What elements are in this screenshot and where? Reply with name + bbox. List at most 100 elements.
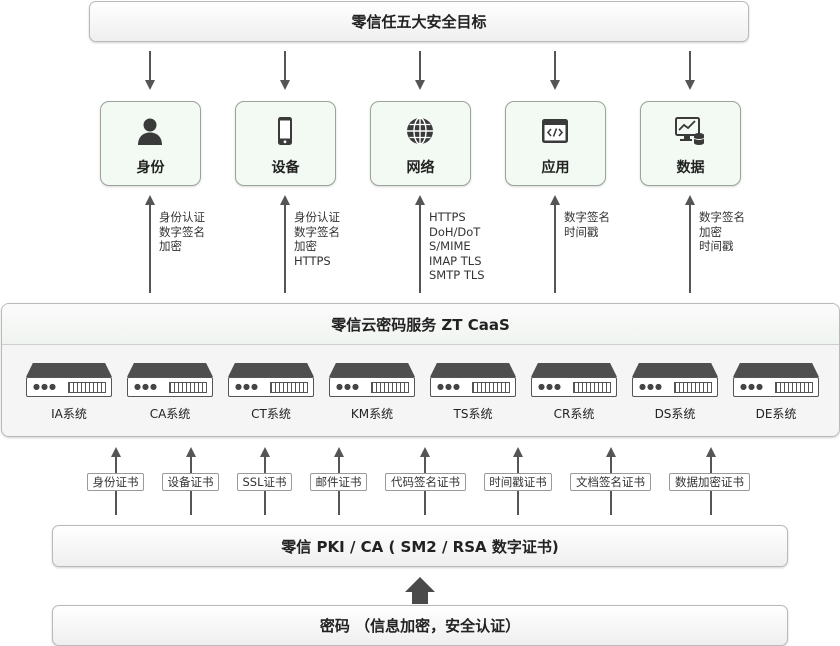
arrow-goal-1-down-head [145,80,155,90]
arrow-cert-5-head [420,447,430,457]
arrow-goal-4-down-head [550,80,560,90]
capability-item: DoH/DoT [429,224,481,239]
cert-data-encryption: 数据加密证书 [669,473,750,491]
security-goals-title: 零信任五大安全目标 [351,13,487,31]
cert-identity: 身份证书 [87,473,144,491]
arrow-cert-1-head [111,447,121,457]
arrow-caas-to-data [689,204,691,293]
capability-item: SMTP TLS [429,268,485,283]
arrow-goal-3-down [419,51,421,80]
security-goals-banner: 零信任五大安全目标 [89,1,749,42]
goal-network-label: 网络 [406,160,435,176]
system-label-km: KM系统 [350,407,394,421]
capabilities-application: 数字签名 时间戳 [564,210,610,239]
goal-network: 网络 [370,101,471,186]
system-label-de: DE系统 [755,407,797,421]
arrow-caas-to-data-head [685,195,695,205]
capability-item: 数字签名 [159,224,205,239]
capability-item: 加密 [294,239,317,254]
capability-item: 加密 [699,224,722,239]
arrow-caas-to-network [419,204,421,293]
capability-item: HTTPS [294,253,331,268]
arrow-caas-to-identity-head [145,195,155,205]
server-icon: ●●● [430,363,516,397]
capability-item: S/MIME [429,239,471,254]
globe-icon [407,117,433,145]
caas-title: 零信云密码服务 ZT CaaS [331,315,510,334]
goal-data: 数据 [640,101,741,186]
capability-item: IMAP TLS [429,253,482,268]
server-icon: ●●● [26,363,112,397]
capability-item: 数字签名 [564,210,610,224]
system-label-ts: TS系统 [453,407,493,421]
goal-identity-label: 身份 [136,160,165,176]
goal-device-label: 设备 [271,160,300,176]
arrow-caas-to-device [284,204,286,293]
cert-code-signing: 代码签名证书 [385,473,466,491]
capability-item: 时间戳 [564,224,599,239]
caas-header: 零信云密码服务 ZT CaaS [2,304,839,345]
phone-icon [278,117,292,145]
arrow-goal-5-down-head [685,80,695,90]
cert-email: 邮件证书 [310,473,367,491]
arrow-caas-to-network-head [415,195,425,205]
server-icon: ●●● [733,363,819,397]
server-icon: ●●● [228,363,314,397]
pki-banner: 零信 PKI / CA ( SM2 / RSA 数字证书) [52,525,788,567]
arrow-cert-6-head [513,447,523,457]
caas-panel: 零信云密码服务 ZT CaaS ●●● IA系统 ●●● CA系统 ●●● CT… [1,303,840,437]
code-window-icon [542,119,568,143]
monitor-database-icon [675,117,705,145]
capability-item: 身份认证 [159,210,205,224]
system-label-cr: CR系统 [553,407,595,421]
cert-document-signing: 文档签名证书 [570,473,651,491]
caas-systems: ●●● IA系统 ●●● CA系统 ●●● CT系统 ●●● KM系统 ●●● … [2,345,839,436]
arrow-cert-4-head [334,447,344,457]
system-label-ca: CA系统 [149,407,191,421]
capability-item: 加密 [159,239,182,254]
crypto-banner: 密码 （信息加密，安全认证） [52,605,788,646]
goal-application: 应用 [505,101,606,186]
arrow-goal-5-down [689,51,691,80]
arrow-cert-7-head [606,447,616,457]
arrow-goal-2-down-head [280,80,290,90]
capability-item: HTTPS [429,210,466,224]
server-icon: ●●● [127,363,213,397]
system-label-ct: CT系统 [251,407,291,421]
goal-application-label: 应用 [541,160,570,176]
cert-ssl: SSL证书 [237,473,292,491]
arrow-goal-4-down [554,51,556,80]
server-icon: ●●● [632,363,718,397]
arrow-caas-to-application-head [550,195,560,205]
big-up-arrow-head [405,577,435,592]
capability-item: 数字签名 [699,210,745,224]
capabilities-identity: 身份认证 数字签名 加密 [159,210,205,254]
goal-identity: 身份 [100,101,201,186]
person-icon [138,118,162,145]
big-up-arrow [412,591,428,604]
crypto-title: 密码 （信息加密，安全认证） [319,617,521,635]
goal-data-label: 数据 [676,160,705,176]
capability-item: 数字签名 [294,224,340,239]
cert-device: 设备证书 [162,473,219,491]
capability-item: 时间戳 [699,239,734,254]
arrow-cert-2-head [186,447,196,457]
pki-title: 零信 PKI / CA ( SM2 / RSA 数字证书) [281,537,559,556]
system-label-ds: DS系统 [654,407,696,421]
arrow-caas-to-device-head [280,195,290,205]
server-icon: ●●● [329,363,415,397]
arrow-cert-3-head [260,447,270,457]
server-icon: ●●● [531,363,617,397]
capabilities-network: HTTPS DoH/DoT S/MIME IMAP TLS SMTP TLS [429,210,485,283]
arrow-cert-8-head [706,447,716,457]
arrow-caas-to-application [554,204,556,293]
capabilities-data: 数字签名 加密 时间戳 [699,210,745,254]
cert-timestamp: 时间戳证书 [484,473,552,491]
arrow-goal-1-down [149,51,151,80]
arrow-caas-to-identity [149,204,151,293]
capabilities-device: 身份认证 数字签名 加密 HTTPS [294,210,340,268]
system-label-ia: IA系统 [51,407,87,421]
arrow-goal-2-down [284,51,286,80]
capability-item: 身份认证 [294,210,340,224]
goal-device: 设备 [235,101,336,186]
